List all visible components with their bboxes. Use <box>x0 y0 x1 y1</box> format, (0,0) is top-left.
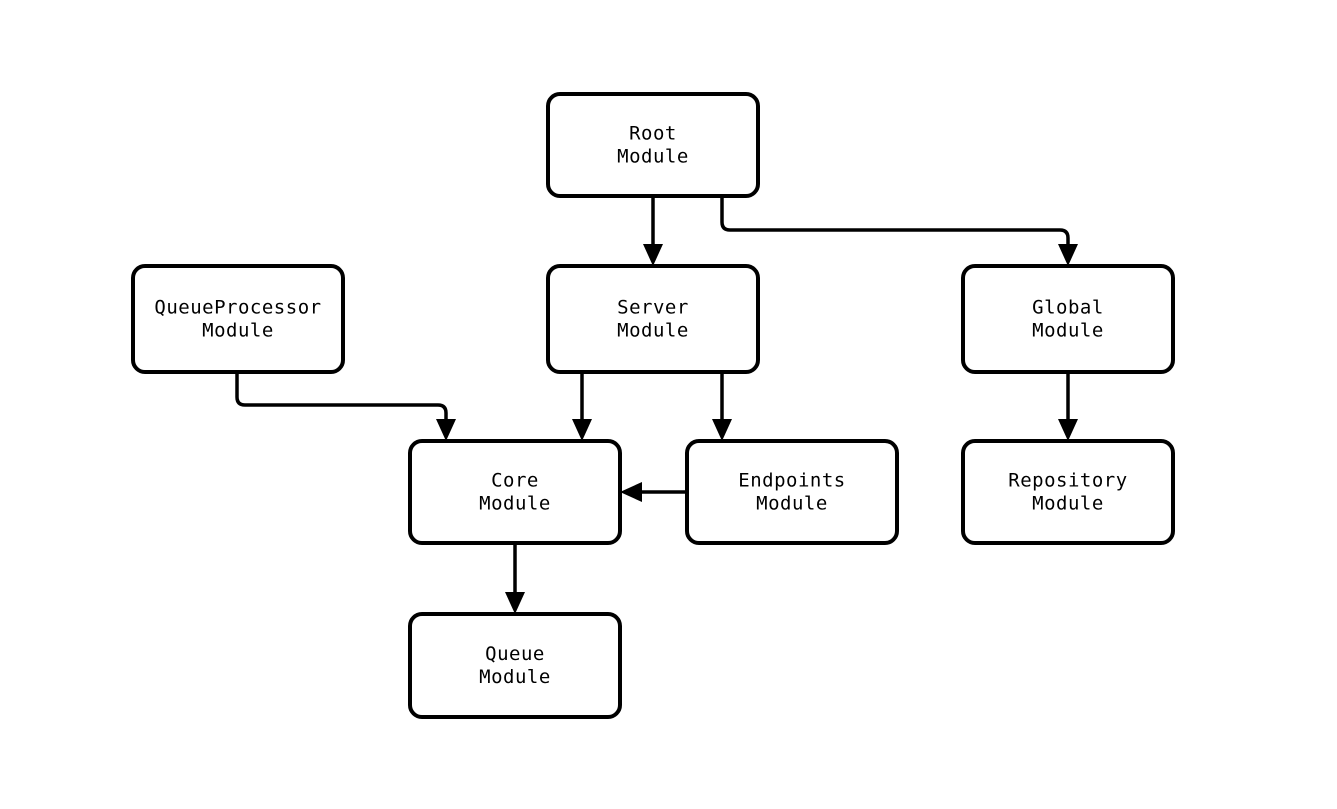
node-box[interactable] <box>685 439 899 545</box>
node-label-line2: Module <box>1032 320 1104 342</box>
edge-root-to-server <box>643 196 663 266</box>
edge-core-to-queue <box>505 543 525 614</box>
node-label-line2: Module <box>617 320 689 342</box>
node-label-line1: Core <box>491 470 539 492</box>
edge-global-to-repository <box>1058 372 1078 441</box>
node-label-line1: Repository <box>1008 470 1127 492</box>
nodes-layer: RootModuleQueueProcessorModuleServerModu… <box>131 92 1175 719</box>
edge-server-to-core <box>572 372 592 441</box>
edge-queueprocessor-to-core <box>235 372 456 441</box>
edge-root-to-global <box>720 196 1078 266</box>
node-box[interactable] <box>408 612 622 719</box>
node-label-line1: Queue <box>485 643 545 665</box>
edge-line <box>720 196 1070 250</box>
node-label-line1: Endpoints <box>738 470 845 492</box>
node-label-line2: Module <box>479 666 551 688</box>
arrowhead-icon <box>1058 244 1078 266</box>
arrowhead-icon <box>620 482 642 502</box>
edge-server-to-endpoints <box>712 372 732 441</box>
node-label-line2: Module <box>617 146 689 168</box>
edges-layer <box>235 196 1078 614</box>
arrowhead-icon <box>436 419 456 441</box>
node-box[interactable] <box>408 439 622 545</box>
arrowhead-icon <box>505 592 525 614</box>
node-label-line1: Global <box>1032 297 1104 319</box>
node-box[interactable] <box>131 264 345 374</box>
node-label-line2: Module <box>1032 493 1104 515</box>
edge-line <box>235 372 448 425</box>
arrowhead-icon <box>572 419 592 441</box>
node-label-line2: Module <box>202 320 274 342</box>
node-label-line2: Module <box>479 493 551 515</box>
node-label-line1: Root <box>629 123 677 145</box>
node-box[interactable] <box>546 264 760 374</box>
node-label-line1: QueueProcessor <box>154 297 321 319</box>
arrowhead-icon <box>712 419 732 441</box>
node-box[interactable] <box>961 439 1175 545</box>
edge-endpoints-to-core <box>620 482 687 502</box>
node-box[interactable] <box>546 92 760 198</box>
arrowhead-icon <box>1058 419 1078 441</box>
node-box[interactable] <box>961 264 1175 374</box>
arrowhead-icon <box>643 244 663 266</box>
node-label-line1: Server <box>617 297 689 319</box>
node-label-line2: Module <box>756 493 828 515</box>
